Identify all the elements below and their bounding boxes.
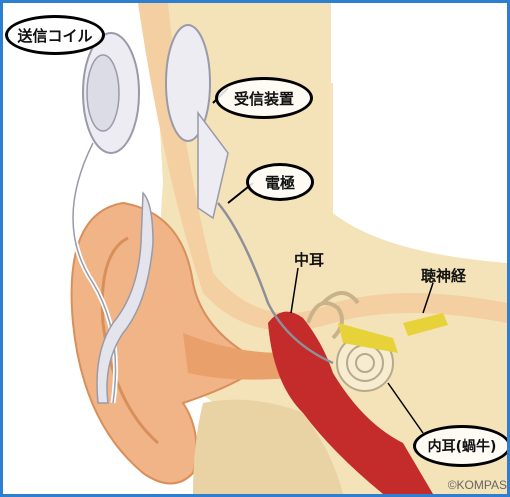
electrode-callout: 電極 — [246, 163, 314, 201]
copyright-credit: ©KOMPAS — [448, 478, 507, 492]
electrode-label: 電極 — [265, 172, 295, 193]
auditory-nerve-label: 聴神経 — [421, 265, 466, 286]
inner-ear-label: 内耳(蝸牛) — [428, 436, 497, 456]
transmitter-coil-label: 送信コイル — [17, 25, 92, 46]
blank-panel — [331, 3, 507, 83]
middle-ear-label: 中耳 — [294, 249, 324, 270]
transmitter-coil-callout: 送信コイル — [5, 15, 105, 55]
receiver-callout: 受信装置 — [215, 77, 313, 119]
receiver-label: 受信装置 — [234, 88, 294, 109]
inner-ear-callout: 内耳(蝸牛) — [413, 425, 510, 467]
